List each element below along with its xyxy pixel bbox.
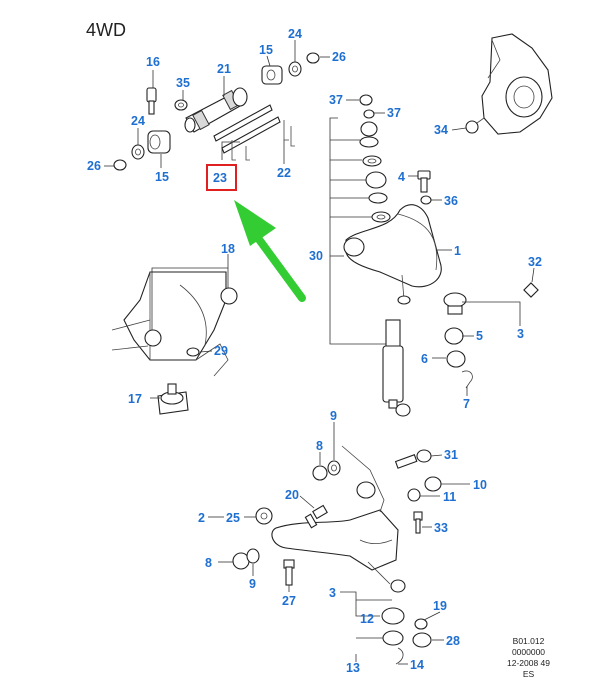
drive-type-title: 4WD xyxy=(86,20,126,40)
lower-arm-drawing xyxy=(255,445,399,585)
callout-26-top: 26 xyxy=(332,50,346,64)
callout-3-lower: 3 xyxy=(329,586,336,600)
callout-7: 7 xyxy=(463,397,470,411)
callout-3-upper: 3 xyxy=(517,327,524,341)
callout-15-top: 15 xyxy=(259,43,273,57)
callout-29: 29 xyxy=(214,344,228,358)
callout-6: 6 xyxy=(421,352,428,366)
pointer-arrow xyxy=(234,200,306,302)
callout-23: 23 xyxy=(213,171,227,185)
callout-18: 18 xyxy=(221,242,235,256)
callout-20: 20 xyxy=(285,488,299,502)
reference-line: B01.012 xyxy=(512,636,545,646)
callout-25: 25 xyxy=(226,511,240,525)
nut-29-drawing xyxy=(186,347,200,357)
callout-9-lower: 9 xyxy=(249,577,256,591)
lower-hardware-drawing xyxy=(232,449,442,665)
callout-27: 27 xyxy=(282,594,296,608)
callout-8-upper: 8 xyxy=(316,439,323,453)
stabilizer-assembly xyxy=(113,52,320,171)
callout-34: 34 xyxy=(434,123,448,137)
callout-35: 35 xyxy=(176,76,190,90)
callout-36: 36 xyxy=(444,194,458,208)
reference-line: 12-2008 49 xyxy=(506,658,550,668)
callout-16: 16 xyxy=(146,55,160,69)
nut-35-drawing xyxy=(174,99,188,111)
nut-26-left-drawing xyxy=(113,159,127,171)
callout-1: 1 xyxy=(454,244,461,258)
callout-24-top: 24 xyxy=(288,27,302,41)
callout-17: 17 xyxy=(128,392,142,406)
callout-15-left: 15 xyxy=(155,170,169,184)
callout-10: 10 xyxy=(473,478,487,492)
callout-28: 28 xyxy=(446,634,460,648)
callout-22: 22 xyxy=(277,166,291,180)
highlight-box xyxy=(206,164,237,191)
leader-lines xyxy=(104,40,535,665)
callout-37-right: 37 xyxy=(387,106,401,120)
callout-8-lower: 8 xyxy=(205,556,212,570)
mount-17-drawing xyxy=(157,383,189,415)
upper-arm-drawing xyxy=(343,204,442,305)
callout-11: 11 xyxy=(443,490,456,504)
shim-plates-drawing xyxy=(213,104,295,161)
callout-14: 14 xyxy=(410,658,424,672)
callout-24-left: 24 xyxy=(131,114,145,128)
callout-30: 30 xyxy=(309,249,323,263)
washer-24-left-drawing xyxy=(131,144,145,160)
bushing-15-left-drawing xyxy=(147,130,171,154)
callout-5: 5 xyxy=(476,329,483,343)
shock-stack-drawing xyxy=(359,94,432,417)
bolt-16-drawing xyxy=(146,87,157,115)
callout-21: 21 xyxy=(217,62,231,76)
washer-24-top-drawing xyxy=(288,61,302,77)
callout-33: 33 xyxy=(434,521,448,535)
nut-26-top-drawing xyxy=(306,52,320,64)
frame-bracket-drawing xyxy=(111,271,238,377)
callout-12: 12 xyxy=(360,612,374,626)
tube-21-drawing xyxy=(184,87,248,133)
callout-31: 31 xyxy=(444,448,458,462)
callout-32: 32 xyxy=(528,255,542,269)
reference-block: B01.012 0000000 12-2008 49 ES xyxy=(507,636,550,680)
callout-13: 13 xyxy=(346,661,360,675)
callout-26-left: 26 xyxy=(87,159,101,173)
callout-2: 2 xyxy=(198,511,205,525)
bushing-15-top-drawing xyxy=(261,65,283,85)
bushing-34-drawing xyxy=(465,120,479,134)
steering-knuckle-drawing xyxy=(465,33,553,135)
callout-19: 19 xyxy=(433,599,447,613)
callout-4: 4 xyxy=(398,170,405,184)
ball-joint-upper-drawing xyxy=(443,282,539,389)
callout-labels: 16 35 21 15 24 26 24 26 15 23 22 37 37 3… xyxy=(87,27,542,675)
reference-line: 0000000 xyxy=(511,647,546,657)
reference-line: ES xyxy=(522,669,535,679)
callout-9-upper: 9 xyxy=(330,409,337,423)
callout-37-left: 37 xyxy=(329,93,343,107)
